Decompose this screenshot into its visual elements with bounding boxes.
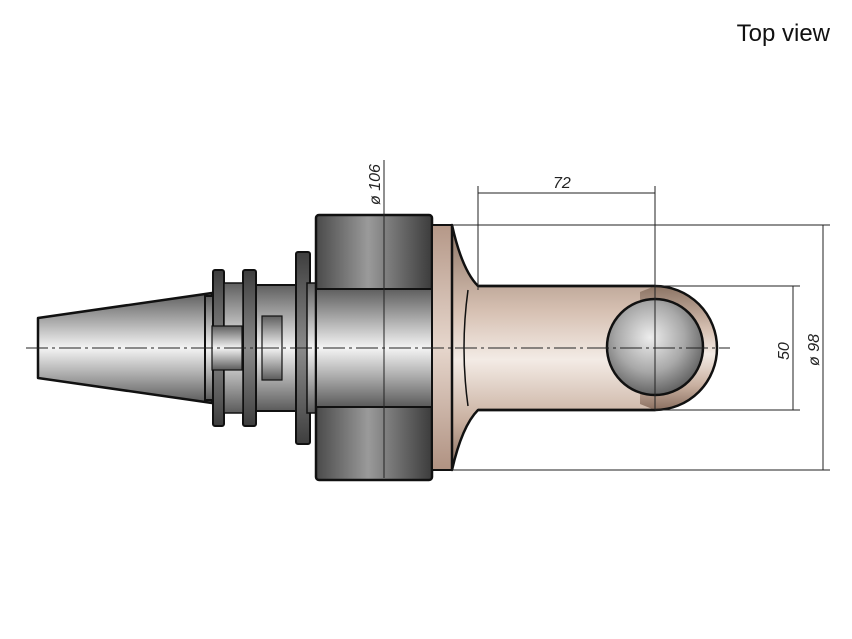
view-title: Top view (736, 20, 830, 47)
dim-outer-diameter: ø 106 (367, 164, 384, 205)
dim-head-width: 50 (776, 342, 793, 360)
dim-head-diameter: ø 98 (806, 334, 823, 366)
dim-reach-length: 72 (553, 175, 571, 192)
holder-head-outline (478, 284, 719, 412)
